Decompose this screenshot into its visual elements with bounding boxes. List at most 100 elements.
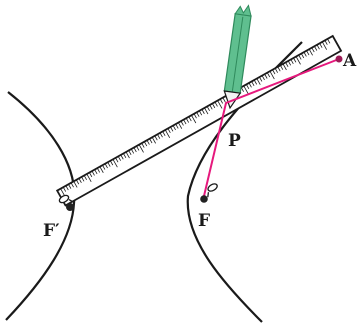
ruler-tick xyxy=(303,51,307,57)
ruler-tick xyxy=(248,82,252,88)
ruler-tick xyxy=(86,173,92,183)
ruler-tick xyxy=(293,57,297,63)
ruler-tick xyxy=(251,81,255,87)
ruler-tick xyxy=(198,110,203,116)
ruler-tick xyxy=(253,79,258,85)
ruler-tick xyxy=(259,76,263,82)
ruler-tick xyxy=(219,98,224,104)
ruler-tick xyxy=(157,134,161,139)
ruler-tick xyxy=(256,78,261,85)
ruler-tick xyxy=(209,104,213,110)
ruler-tick xyxy=(73,181,78,188)
focus-f-prime-dot xyxy=(66,203,74,211)
ruler-tick xyxy=(264,73,268,79)
ruler-tick xyxy=(306,50,310,56)
ruler-tick xyxy=(123,153,127,158)
ruler-ticks xyxy=(60,38,331,197)
hyperbola-left-branch xyxy=(5,91,76,321)
ruler-tick xyxy=(287,60,292,66)
ruler-tick xyxy=(280,65,284,70)
ruler-tick xyxy=(272,69,276,75)
pushpin-icon xyxy=(58,194,75,204)
ruler-tick xyxy=(151,137,156,144)
ruler-tick xyxy=(162,131,166,136)
ruler-tick xyxy=(261,75,265,81)
ruler-tick xyxy=(266,72,271,78)
ruler-tick xyxy=(144,141,148,147)
ruler-tick xyxy=(107,162,111,167)
ruler-tick xyxy=(321,41,328,50)
ruler-tick xyxy=(81,176,85,182)
hyperbola-right-branch xyxy=(186,41,303,323)
ruler-tick xyxy=(193,113,197,119)
ruler-tick xyxy=(146,140,150,145)
ruler-tick xyxy=(99,166,104,173)
ruler-tick xyxy=(311,47,315,53)
ruler-tick xyxy=(159,132,163,138)
ruler-tick xyxy=(136,145,140,151)
label-a: A xyxy=(342,51,357,71)
ruler-tick xyxy=(298,54,302,60)
ruler-tick xyxy=(68,184,72,189)
ruler-tick xyxy=(277,66,281,72)
ruler-tick xyxy=(172,125,176,131)
ruler-tick xyxy=(290,59,294,65)
ruler xyxy=(55,34,343,207)
ruler-tick xyxy=(196,112,200,117)
ruler-tick xyxy=(104,163,108,169)
ruler-tick xyxy=(217,100,223,109)
ruler-tick xyxy=(102,164,106,170)
ruler-tick xyxy=(319,43,323,48)
ruler-tick xyxy=(62,186,67,192)
label-f: F xyxy=(198,211,210,231)
ruler-tick xyxy=(115,157,119,163)
pencil-end xyxy=(234,4,252,17)
ruler-tick xyxy=(120,154,124,160)
focus-f-dot xyxy=(200,195,208,203)
ruler-tick xyxy=(246,84,250,89)
ruler-tick xyxy=(175,123,179,129)
ruler-tick xyxy=(274,68,278,73)
ruler-tick xyxy=(75,179,80,185)
ruler-tick xyxy=(300,53,305,59)
ruler-tick xyxy=(327,38,331,44)
ruler-tick xyxy=(154,135,158,141)
ruler-tick xyxy=(94,169,98,175)
ruler-tick xyxy=(324,40,328,45)
ruler-tick xyxy=(201,109,205,114)
ruler-tick xyxy=(180,120,184,126)
ruler-tick xyxy=(185,117,190,123)
ruler-tick xyxy=(128,150,132,156)
ruler-tick xyxy=(214,101,218,107)
ruler-tick xyxy=(308,48,313,56)
ruler-tick xyxy=(206,106,210,112)
ruler-tick xyxy=(167,128,171,134)
ruler-tick xyxy=(149,138,153,144)
ruler-tick xyxy=(83,175,87,181)
ruler-tick xyxy=(222,97,226,103)
point-a-dot xyxy=(335,55,343,63)
ruler-tick xyxy=(89,172,93,178)
ruler-tick xyxy=(125,151,130,159)
ruler-tick xyxy=(183,119,187,125)
label-p: P xyxy=(228,131,241,151)
ruler-tick xyxy=(78,178,82,183)
ruler-tick xyxy=(191,115,197,124)
ruler-tick xyxy=(133,147,137,153)
ruler-tick xyxy=(240,87,244,92)
pencil-tip xyxy=(223,90,242,110)
ruler-tick xyxy=(164,129,171,138)
ruler-tick xyxy=(282,63,287,71)
ruler-tick xyxy=(141,142,145,148)
ruler-tick xyxy=(243,85,249,94)
ruler-tick xyxy=(112,159,118,168)
pencil-stripe xyxy=(231,16,244,93)
ruler-tick xyxy=(316,44,320,50)
ruler-tick xyxy=(96,167,101,173)
ruler-tick xyxy=(138,144,144,153)
ruler-tick xyxy=(285,62,289,67)
pencil xyxy=(223,4,252,110)
ruler-tick xyxy=(170,126,174,132)
ruler-tick xyxy=(204,107,209,115)
